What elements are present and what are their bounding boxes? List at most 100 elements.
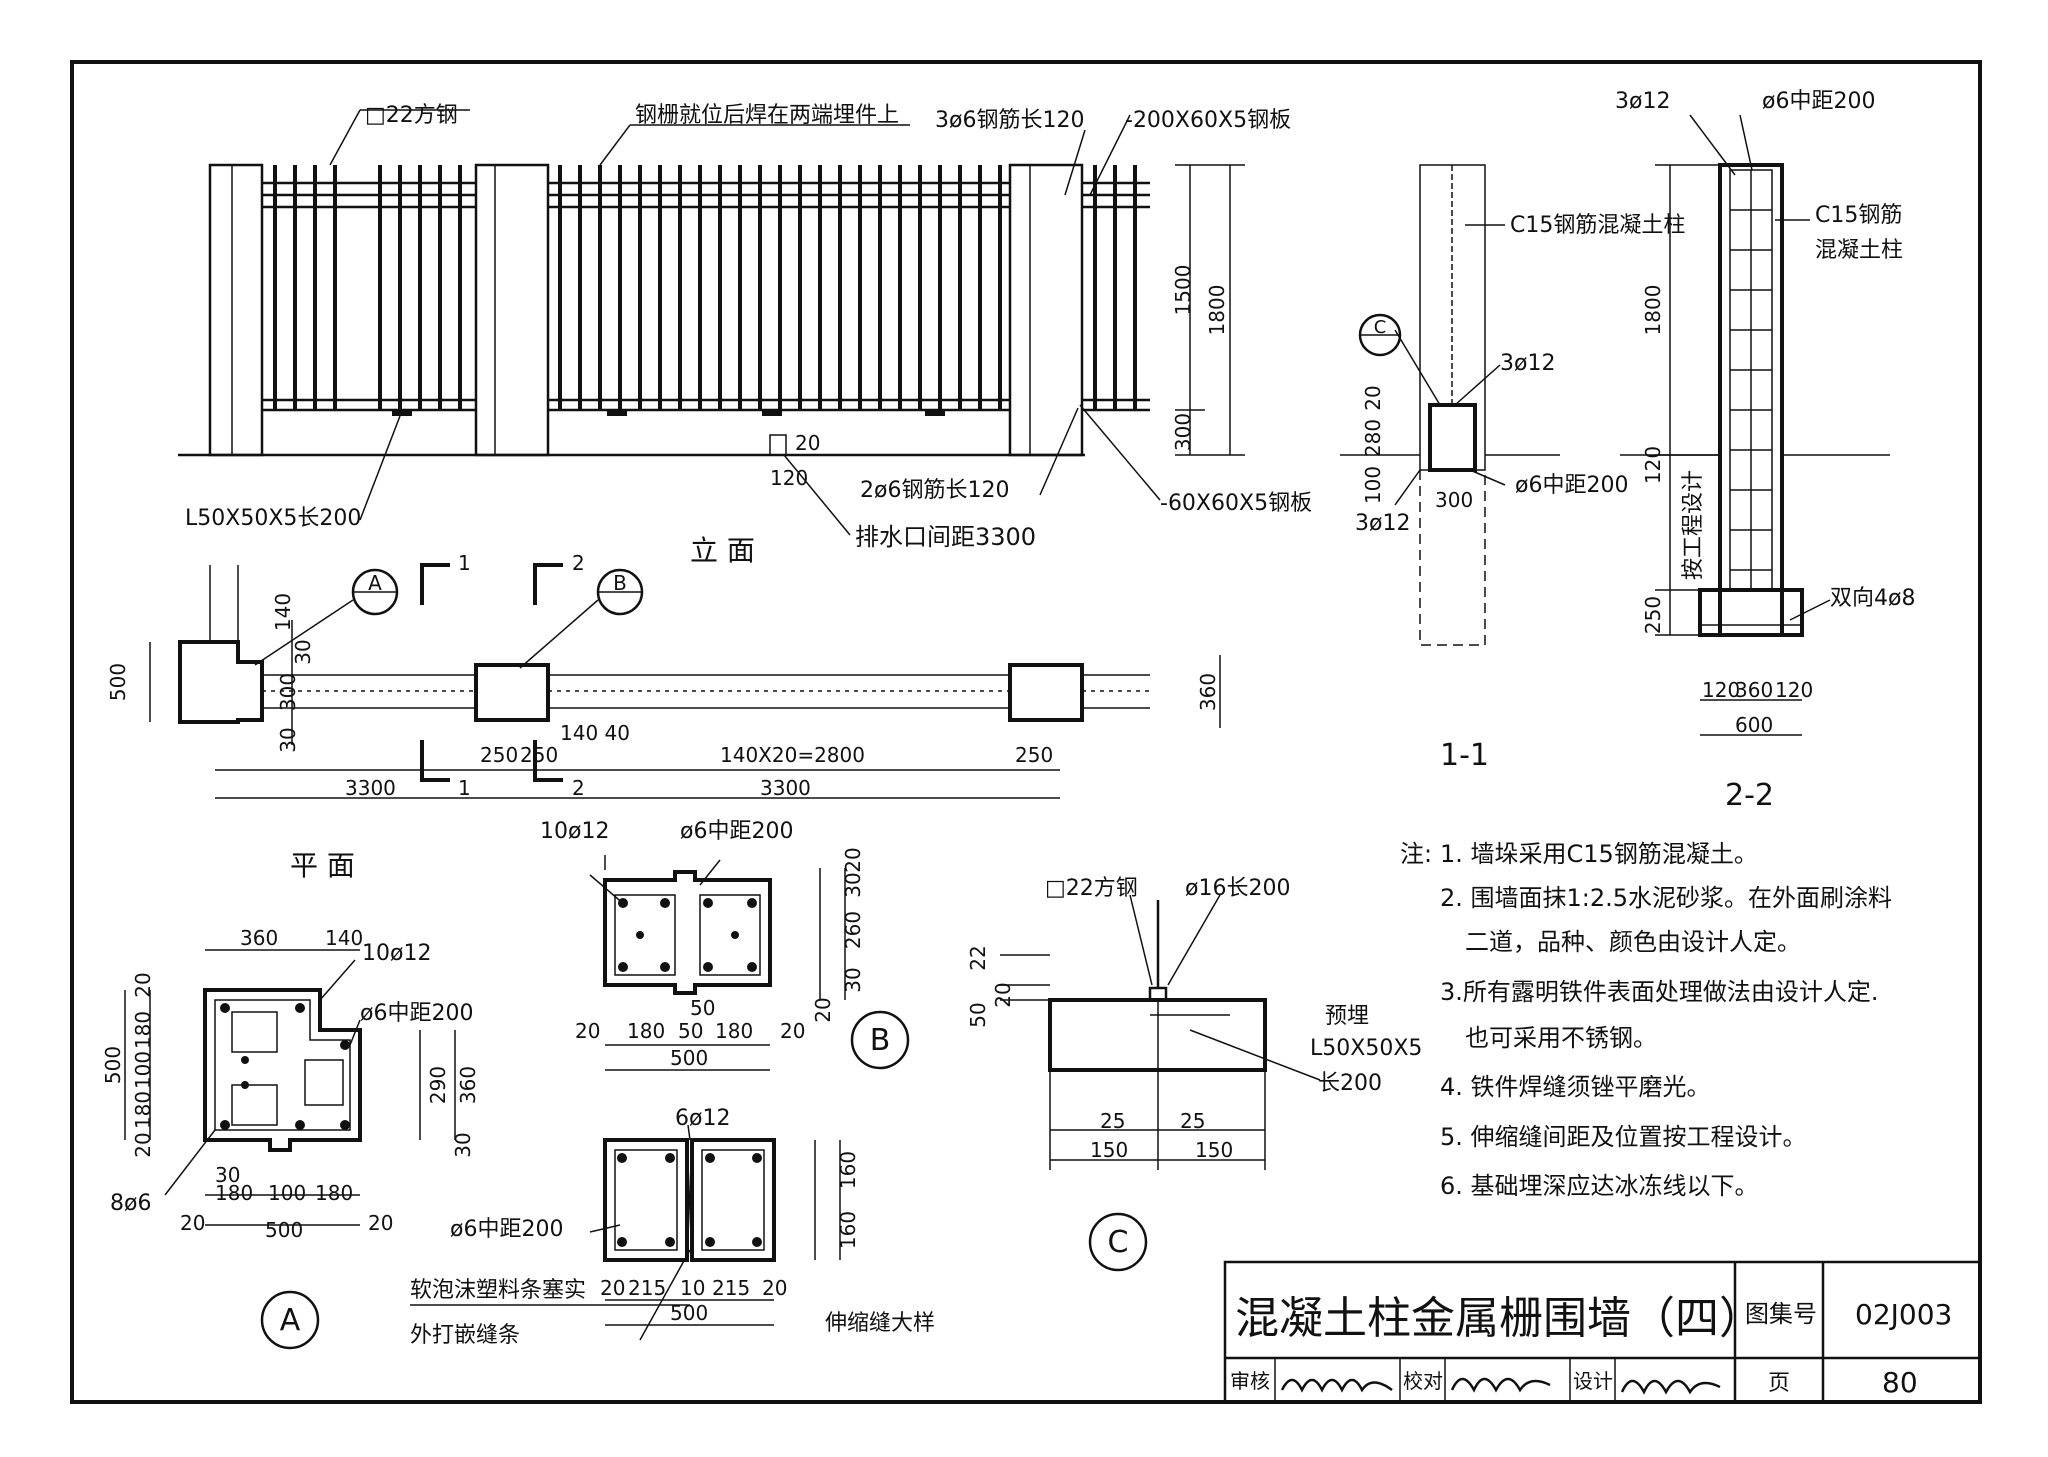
svg-text:180: 180 (627, 1019, 665, 1043)
svg-text:20: 20 (131, 972, 155, 997)
column (474, 163, 550, 457)
svg-text:1: 1 (458, 776, 471, 800)
svg-text:软泡沫塑料条塞实: 软泡沫塑料条塞实 (410, 1278, 586, 1303)
page-number: 80 (1882, 1366, 1918, 1399)
section-mark-1: 1 (458, 551, 471, 575)
svg-text:20: 20 (131, 1132, 155, 1157)
svg-text:预埋: 预埋 (1325, 1004, 1369, 1029)
svg-text:1800: 1800 (1641, 285, 1665, 336)
sheet-border (70, 60, 1982, 1404)
svg-text:120: 120 (1702, 678, 1740, 702)
svg-text:140: 140 (271, 593, 295, 631)
svg-text:8ø6: 8ø6 (110, 1191, 151, 1216)
detail-c: □22方钢 ø16长200 预埋 L50X50X5 长200 22 20 50 … (966, 876, 1422, 1272)
svg-text:ø6中距200: ø6中距200 (360, 1001, 473, 1026)
svg-text:6ø12: 6ø12 (675, 1106, 730, 1131)
dim-1800: 1800 (1205, 285, 1229, 336)
dim-1500: 1500 (1171, 265, 1195, 316)
svg-text:260: 260 (841, 911, 865, 949)
note-line: 5. 伸缩缝间距及位置按工程设计。 (1440, 1123, 1807, 1151)
svg-text:500: 500 (106, 663, 130, 701)
svg-text:3300: 3300 (345, 776, 396, 800)
svg-text:30: 30 (841, 872, 865, 897)
joint-title: 伸缩缝大样 (825, 1311, 935, 1336)
svg-text:50: 50 (678, 1019, 703, 1043)
svg-text:A: A (368, 571, 382, 595)
svg-text:页: 页 (1768, 1371, 1790, 1396)
svg-text:C15钢筋: C15钢筋 (1815, 203, 1902, 228)
svg-text:150: 150 (1195, 1138, 1233, 1162)
elevation-view: 1500 1800 300 120 20 □22方钢 钢栅就位后焊在两端埋件上 … (178, 103, 1312, 567)
svg-text:A: A (280, 1303, 301, 1338)
svg-text:L50X50X5: L50X50X5 (1310, 1036, 1422, 1061)
svg-text:300: 300 (1435, 488, 1473, 512)
detail-c-marker (1088, 1212, 1148, 1272)
svg-text:160: 160 (836, 1211, 860, 1249)
svg-text:ø6中距200: ø6中距200 (1762, 89, 1875, 114)
section-2-2: 3ø12 ø6中距200 C15钢筋 混凝土柱 按工程设计 双向4ø8 1800… (1615, 89, 1915, 813)
label-plate-top: -200X60X5钢板 (1125, 108, 1291, 133)
note-line: 3.所有露明铁件表面处理做法由设计人定. (1440, 978, 1879, 1006)
svg-text:140X20=2800: 140X20=2800 (720, 743, 865, 767)
svg-text:按工程设计: 按工程设计 (1681, 470, 1706, 580)
svg-text:360: 360 (1735, 678, 1773, 702)
svg-text:25: 25 (1100, 1109, 1125, 1133)
section-mark-2: 2 (572, 551, 585, 575)
svg-text:20: 20 (780, 1019, 805, 1043)
signature (1280, 1378, 1393, 1393)
svg-text:20: 20 (575, 1019, 600, 1043)
label-rebar-bottom: 2ø6钢筋长120 (860, 478, 1009, 503)
svg-text:B: B (870, 1023, 891, 1058)
section-1-1: C C15钢筋混凝土柱 3ø12 ø6中距200 3ø12 20 280 100… (1340, 164, 1685, 773)
detail-a-marker (260, 1290, 320, 1350)
column (1008, 163, 1084, 457)
svg-text:100: 100 (131, 1051, 155, 1089)
note-line: 二道，品种、颜色由设计人定。 (1465, 928, 1801, 956)
plan-title: 平 面 (290, 849, 355, 882)
svg-text:设计: 设计 (1573, 1369, 1613, 1393)
svg-text:长200: 长200 (1318, 1071, 1382, 1096)
svg-text:审核: 审核 (1230, 1369, 1270, 1393)
note-line: 2. 围墙面抹1:2.5水泥砂浆。在外面刷涂料 (1440, 884, 1892, 912)
plan-column-corner (178, 640, 264, 724)
label-column: C15钢筋混凝土柱 (1510, 213, 1685, 238)
svg-text:50: 50 (966, 1002, 990, 1027)
svg-text:30: 30 (215, 1163, 240, 1187)
signature (1620, 1379, 1721, 1395)
svg-text:10ø12: 10ø12 (540, 819, 609, 844)
svg-text:160: 160 (836, 1151, 860, 1189)
svg-text:300: 300 (276, 673, 300, 711)
title-block: 混凝土柱金属栅围墙（四） 图集号 02J003 审核 校对 设计 页 80 (1223, 1260, 1982, 1404)
atlas-number: 02J003 (1855, 1298, 1952, 1331)
svg-text:150: 150 (1090, 1138, 1128, 1162)
svg-text:20: 20 (180, 1211, 205, 1235)
elevation-title: 立 面 (690, 534, 755, 567)
svg-text:20: 20 (1361, 385, 1385, 410)
svg-text:180: 180 (131, 1011, 155, 1049)
note-line: 4. 铁件焊缝须锉平磨光。 (1440, 1073, 1711, 1101)
dim-300: 300 (1171, 413, 1195, 451)
svg-text:20: 20 (811, 997, 835, 1022)
column (208, 163, 264, 457)
svg-text:100: 100 (268, 1181, 306, 1205)
svg-text:3ø12: 3ø12 (1355, 511, 1410, 536)
svg-text:600: 600 (1735, 713, 1773, 737)
svg-text:100: 100 (1361, 466, 1385, 504)
label-angle: L50X50X5长200 (185, 506, 361, 531)
svg-text:215: 215 (712, 1276, 750, 1300)
pickets (273, 165, 1137, 410)
svg-text:20: 20 (841, 847, 865, 872)
svg-text:360: 360 (456, 1066, 480, 1104)
svg-text:280: 280 (1361, 419, 1385, 457)
svg-text:30: 30 (841, 967, 865, 992)
svg-text:120: 120 (1775, 678, 1813, 702)
footing (1698, 588, 1804, 637)
beam-section (1428, 403, 1477, 472)
plan-column (474, 663, 550, 722)
svg-text:180: 180 (715, 1019, 753, 1043)
detail-b: 10ø12 ø6中距200 20 30 260 30 20 20 180 50 … (540, 819, 910, 1071)
svg-text:360: 360 (1196, 673, 1220, 711)
svg-text:500: 500 (670, 1046, 708, 1070)
svg-text:500: 500 (265, 1218, 303, 1242)
